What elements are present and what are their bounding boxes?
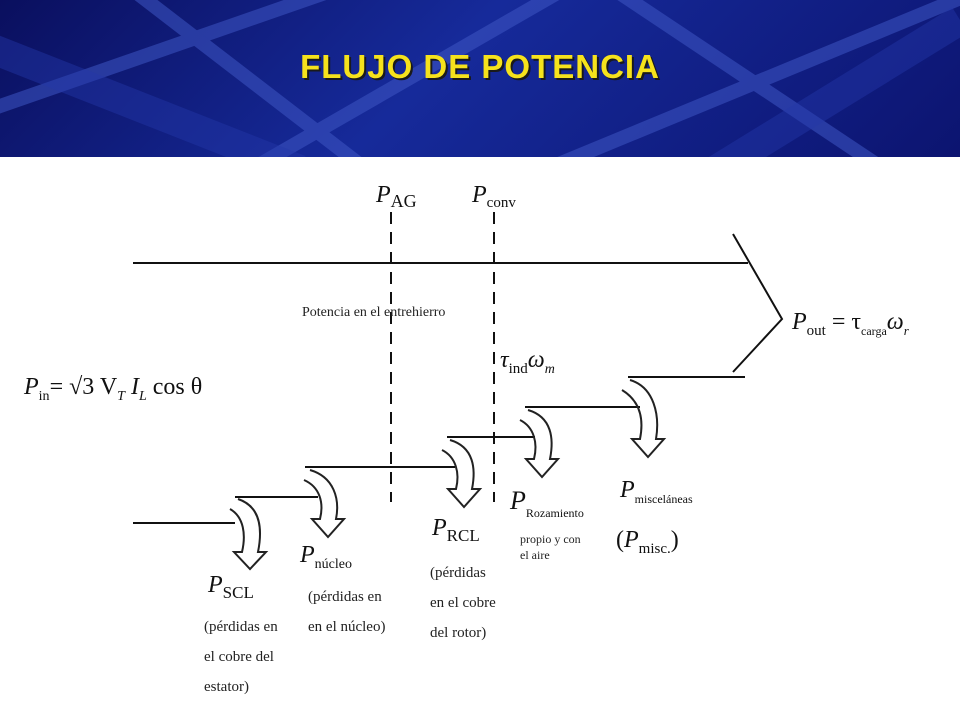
power-flow-diagram: PAG Pconv Potencia en el entrehierro Pin…	[23, 182, 910, 695]
p-conv-label: Pconv	[471, 182, 516, 211]
p-ag-label: PAG	[375, 182, 417, 211]
p-out-formula: Pout = τcargaωr	[791, 309, 910, 339]
p-nucleo-desc: (pérdidas en en el núcleo)	[308, 589, 385, 635]
p-misc-desc: (Pmisc.)	[616, 527, 679, 557]
loss-arrow-nucleo	[303, 469, 347, 539]
p-scl-desc: (pérdidas en el cobre del estator)	[204, 619, 281, 695]
air-gap-label: Potencia en el entrehierro	[302, 305, 445, 320]
loss-arrow-rozamiento	[519, 409, 561, 479]
p-rozamiento-label: PRozamiento	[509, 486, 584, 520]
slide-title: FLUJO DE POTENCIA	[300, 48, 660, 85]
header-decoration	[0, 0, 960, 157]
loss-arrow-misc	[621, 379, 667, 459]
loss-arrow-scl	[229, 498, 269, 571]
p-nucleo-label: Pnúcleo	[299, 542, 352, 572]
p-in-formula: Pin= √3 VT IL cos θ	[23, 374, 202, 404]
p-rozamiento-desc: propio y con el aire	[520, 532, 584, 562]
slide-header: FLUJO DE POTENCIA	[0, 0, 960, 157]
p-scl-label: PSCL	[207, 572, 254, 602]
p-rcl-label: PRCL	[431, 515, 480, 545]
output-arrow-head	[732, 233, 784, 373]
p-misc-label: Pmisceláneas	[619, 477, 693, 506]
p-rcl-desc: (pérdidas en el cobre del rotor)	[430, 565, 500, 641]
tau-ind-label: τindωm	[500, 347, 555, 377]
loss-arrow-rcl	[441, 439, 483, 509]
